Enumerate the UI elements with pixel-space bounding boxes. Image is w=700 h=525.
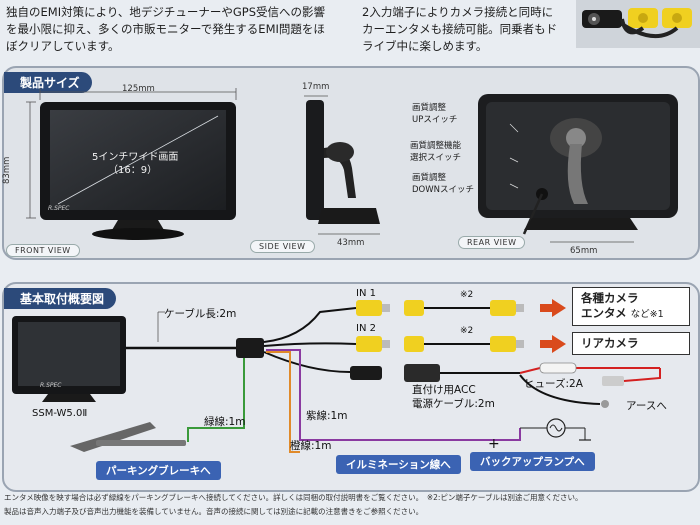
green-wire-label: 緑線:1m bbox=[204, 416, 246, 428]
rear-up-switch-2: UPスイッチ bbox=[412, 115, 458, 125]
front-height-dim: 83mm bbox=[2, 156, 12, 184]
footnote-1: エンタメ映像を映す場合は必ず緑線をパーキングブレーキへ接続してください。詳しくは… bbox=[4, 493, 583, 502]
in2-label: IN 2 bbox=[356, 323, 376, 334]
ground-label: アースへ bbox=[626, 400, 667, 412]
intro-text-left: 独自のEMI対策により、地デジチューナーやGPS受信への影響 を最小限に抑え、多… bbox=[6, 5, 326, 53]
model-name: SSM-W5.0Ⅱ bbox=[32, 408, 88, 419]
rear-up-switch-1: 画質調整 bbox=[412, 103, 447, 113]
side-depth-top-dim: 17mm bbox=[302, 82, 330, 92]
front-view-drawing bbox=[26, 88, 237, 240]
acc-label-2: 電源ケーブル:2m bbox=[412, 398, 495, 410]
dest-camera-line2: エンタメ など※1 bbox=[581, 306, 664, 320]
wiring-title: 基本取付概要図 bbox=[4, 288, 117, 309]
fuse-label: ヒューズ:2A bbox=[524, 378, 583, 390]
plus-sign: + bbox=[488, 436, 500, 452]
intro-text-right: 2入力端子によりカメラ接続と同時に カーエンタメも接続可能。同乗者もド ライブ中… bbox=[362, 5, 558, 53]
dest-camera-line1: 各種カメラ bbox=[581, 291, 639, 305]
front-view-label: FRONT VIEW bbox=[6, 244, 80, 257]
rear-down-switch-1: 画質調整 bbox=[412, 173, 447, 183]
front-width-dim: 125mm bbox=[122, 84, 155, 94]
rear-view-drawing bbox=[478, 94, 678, 243]
arrow-camera-icon bbox=[552, 299, 566, 317]
screen-size-line1: 5インチワイド画面 bbox=[92, 152, 179, 163]
rear-sel-switch-1: 画質調整機能 bbox=[410, 141, 462, 151]
backup-lamp-label: バックアップランプへ bbox=[470, 452, 595, 471]
dest-camera-box: 各種カメラ エンタメ など※1 bbox=[572, 287, 690, 326]
arrow-stem-1 bbox=[540, 304, 552, 312]
parking-brake-label: パーキングブレーキへ bbox=[96, 461, 221, 480]
dest-rear-camera-box: リアカメラ bbox=[572, 332, 690, 355]
acc-label-1: 直付け用ACC bbox=[412, 384, 476, 396]
orange-wire-label: 橙線:1m bbox=[290, 440, 332, 452]
footnote-2: 製品は音声入力端子及び音声出力機能を装備していません。音声の接続に関しては別途に… bbox=[4, 507, 424, 516]
arrow-rear-icon bbox=[552, 335, 566, 353]
wiring-logo: R.SPEC bbox=[40, 382, 62, 389]
side-view-label: SIDE VIEW bbox=[250, 240, 315, 253]
side-depth-bottom-dim: 43mm bbox=[337, 238, 365, 248]
side-view-drawing bbox=[304, 95, 380, 235]
arrow-stem-2 bbox=[540, 340, 552, 348]
rear-view-label: REAR VIEW bbox=[458, 236, 526, 249]
front-logo: R.SPEC bbox=[48, 205, 70, 212]
product-size-title: 製品サイズ bbox=[4, 72, 92, 93]
purple-wire-label: 紫線:1m bbox=[306, 410, 348, 422]
illumination-label: イルミネーション線へ bbox=[336, 455, 461, 474]
cable-length-label: ケーブル長:2m bbox=[164, 308, 237, 320]
note-mark-2: ※2 bbox=[460, 326, 474, 336]
screen-size-line2: （16：9） bbox=[108, 165, 158, 176]
note-mark-1: ※2 bbox=[460, 290, 474, 300]
rear-down-switch-2: DOWNスイッチ bbox=[412, 185, 474, 195]
in1-label: IN 1 bbox=[356, 288, 376, 299]
rca-cable-photo bbox=[576, 0, 700, 48]
wiring-diagram bbox=[12, 300, 661, 453]
rear-sel-switch-2: 選択スイッチ bbox=[410, 153, 462, 163]
rear-width-dim: 65mm bbox=[570, 246, 598, 256]
